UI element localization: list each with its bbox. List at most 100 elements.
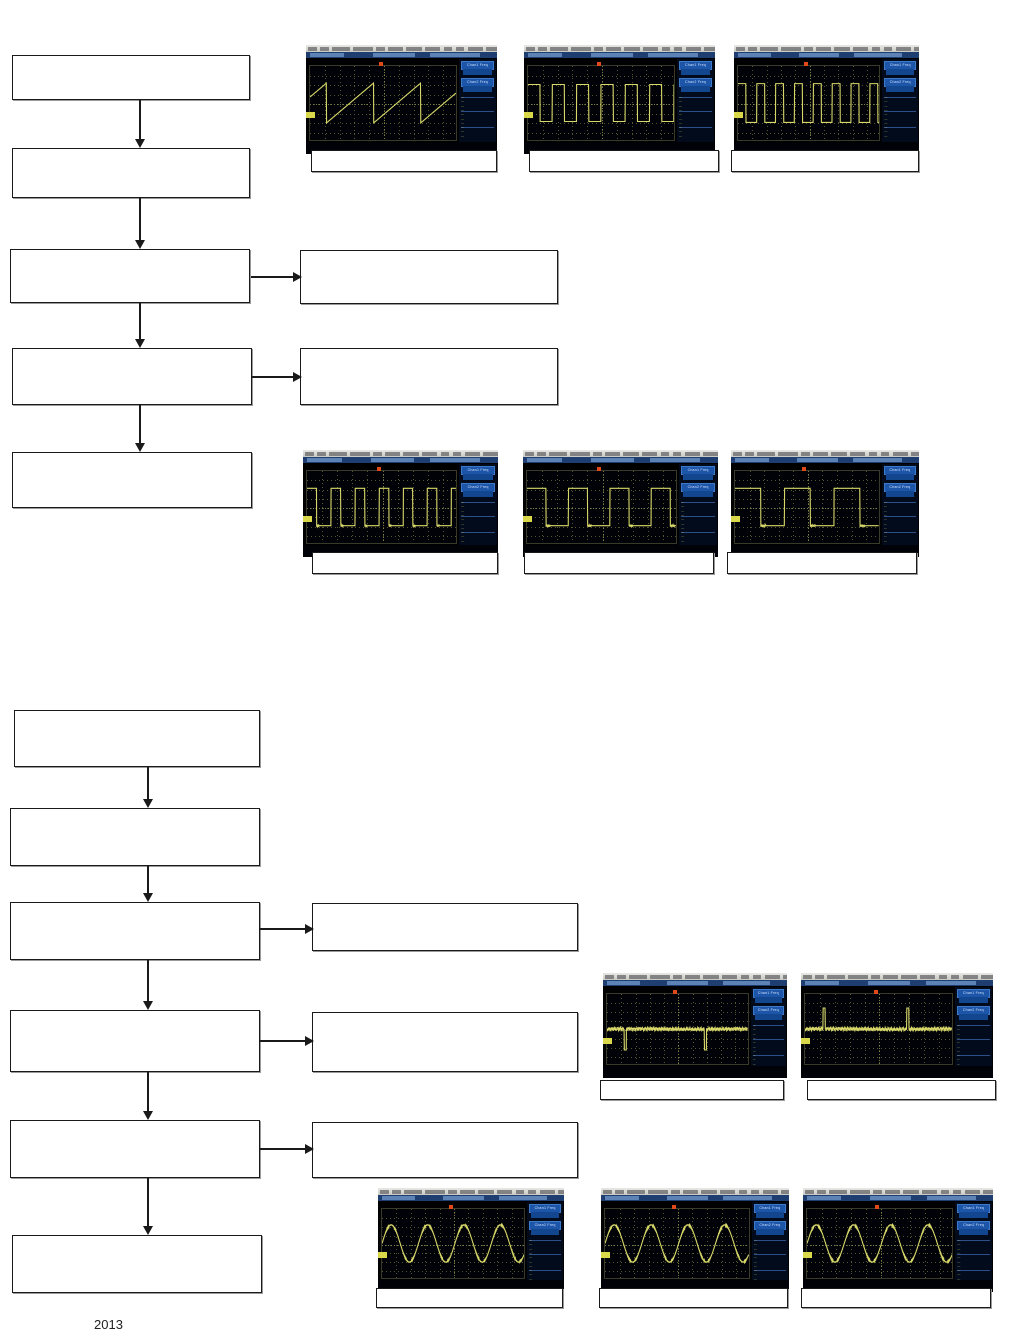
menu-item-mask[interactable] <box>660 451 670 456</box>
menu-item-file[interactable] <box>308 46 317 51</box>
scope-spike-up-trigger-marker-icon[interactable] <box>873 990 878 994</box>
menu-item-measure[interactable] <box>922 1189 938 1194</box>
menu-item-horiz-acq[interactable] <box>569 451 590 456</box>
menu-item-math[interactable] <box>452 451 462 456</box>
menu-item-vertical[interactable] <box>332 46 350 51</box>
menu-item-vertical[interactable] <box>829 1189 847 1194</box>
menu-item-utilities[interactable] <box>983 1189 993 1194</box>
menu-item-vertical[interactable] <box>627 1189 645 1194</box>
menu-item-file[interactable] <box>380 1189 389 1194</box>
menu-item-cursors[interactable] <box>623 451 639 456</box>
scope-sawtooth-1-trigger-marker-icon[interactable] <box>378 62 383 66</box>
menu-item-display[interactable] <box>682 1189 699 1194</box>
menu-item-trig[interactable] <box>872 1189 882 1194</box>
menu-item-measure[interactable] <box>920 974 936 979</box>
menu-item-cursors[interactable] <box>403 451 419 456</box>
scope-pwm-3-channel1-marker-icon[interactable] <box>731 515 740 522</box>
menu-item-trig[interactable] <box>870 974 880 979</box>
menu-item-cursors[interactable] <box>831 451 847 456</box>
menu-item-file[interactable] <box>803 974 812 979</box>
menu-item-trig[interactable] <box>672 974 682 979</box>
scope-sine-1-channel1-marker-icon[interactable] <box>378 1252 387 1259</box>
menu-item-myscope[interactable] <box>684 451 700 456</box>
menu-item-utilities[interactable] <box>483 451 498 456</box>
menu-item-edit[interactable] <box>320 46 329 51</box>
menu-item-vertical[interactable] <box>329 451 347 456</box>
menu-item-utilities[interactable] <box>703 451 718 456</box>
menu-item-trig[interactable] <box>593 46 603 51</box>
menu-item-trig[interactable] <box>375 46 385 51</box>
menu-item-measure[interactable] <box>850 451 866 456</box>
menu-item-mask[interactable] <box>515 1189 525 1194</box>
menu-item-myscope[interactable] <box>764 974 780 979</box>
menu-item-edit[interactable] <box>615 1189 624 1194</box>
menu-item-utilities[interactable] <box>783 974 787 979</box>
menu-item-myscope[interactable] <box>467 46 483 51</box>
menu-item-vertical[interactable] <box>550 46 568 51</box>
menu-item-mask[interactable] <box>740 974 750 979</box>
menu-item-horiz-acq[interactable] <box>847 974 868 979</box>
scope-sawtooth-1-channel1-marker-icon[interactable] <box>306 112 315 119</box>
menu-item-vertical[interactable] <box>757 451 775 456</box>
menu-item-cursors[interactable] <box>703 974 719 979</box>
menu-item-cursors[interactable] <box>624 46 640 51</box>
menu-item-vertical[interactable] <box>404 1189 422 1194</box>
menu-item-cursors[interactable] <box>903 1189 919 1194</box>
scope-square-2-channel1-marker-icon[interactable] <box>734 112 743 119</box>
menu-item-file[interactable] <box>603 1189 612 1194</box>
menu-item-mask[interactable] <box>661 46 671 51</box>
menu-item-cursors[interactable] <box>901 974 917 979</box>
menu-item-horiz-acq[interactable] <box>649 974 670 979</box>
menu-item-edit[interactable] <box>537 451 546 456</box>
menu-item-display[interactable] <box>884 1189 901 1194</box>
menu-item-cursors[interactable] <box>406 46 422 51</box>
menu-item-mask[interactable] <box>738 1189 748 1194</box>
menu-item-horiz-acq[interactable] <box>780 46 801 51</box>
menu-item-myscope[interactable] <box>892 451 908 456</box>
menu-item-math[interactable] <box>950 974 960 979</box>
menu-item-file[interactable] <box>605 974 614 979</box>
menu-item-math[interactable] <box>750 1189 760 1194</box>
menu-item-measure[interactable] <box>422 451 438 456</box>
scope-pwm-1-channel1-marker-icon[interactable] <box>303 515 312 522</box>
scope-pwm-1-trigger-marker-icon[interactable] <box>377 467 382 471</box>
menu-item-horiz-acq[interactable] <box>352 46 373 51</box>
scope-spike-down-channel1-marker-icon[interactable] <box>603 1037 612 1044</box>
menu-item-display[interactable] <box>882 974 899 979</box>
menu-item-measure[interactable] <box>853 46 869 51</box>
menu-item-utilities[interactable] <box>911 451 919 456</box>
menu-item-display[interactable] <box>387 46 404 51</box>
menu-item-myscope[interactable] <box>464 451 480 456</box>
menu-item-math[interactable] <box>880 451 890 456</box>
menu-item-trig[interactable] <box>803 46 813 51</box>
menu-item-cursors[interactable] <box>701 1189 717 1194</box>
menu-item-trig[interactable] <box>670 1189 680 1194</box>
menu-item-horiz-acq[interactable] <box>647 1189 668 1194</box>
menu-item-math[interactable] <box>672 451 682 456</box>
scope-sine-3-channel1-marker-icon[interactable] <box>803 1252 812 1259</box>
menu-item-utilities[interactable] <box>781 1189 789 1194</box>
menu-item-display[interactable] <box>604 451 621 456</box>
scope-sine-2-channel1-marker-icon[interactable] <box>601 1252 610 1259</box>
menu-item-display[interactable] <box>384 451 401 456</box>
menu-item-trig[interactable] <box>592 451 602 456</box>
menu-item-mask[interactable] <box>868 451 878 456</box>
menu-item-mask[interactable] <box>443 46 453 51</box>
menu-item-myscope[interactable] <box>962 974 978 979</box>
scope-square-1-channel1-marker-icon[interactable] <box>524 112 533 119</box>
menu-item-edit[interactable] <box>817 1189 826 1194</box>
scope-pwm-3-trigger-marker-icon[interactable] <box>802 467 807 471</box>
menu-item-myscope[interactable] <box>762 1189 778 1194</box>
scope-sine-1-trigger-marker-icon[interactable] <box>448 1205 453 1209</box>
scope-pwm-2-trigger-marker-icon[interactable] <box>597 467 602 471</box>
menu-item-file[interactable] <box>525 451 534 456</box>
menu-item-horiz-acq[interactable] <box>570 46 591 51</box>
